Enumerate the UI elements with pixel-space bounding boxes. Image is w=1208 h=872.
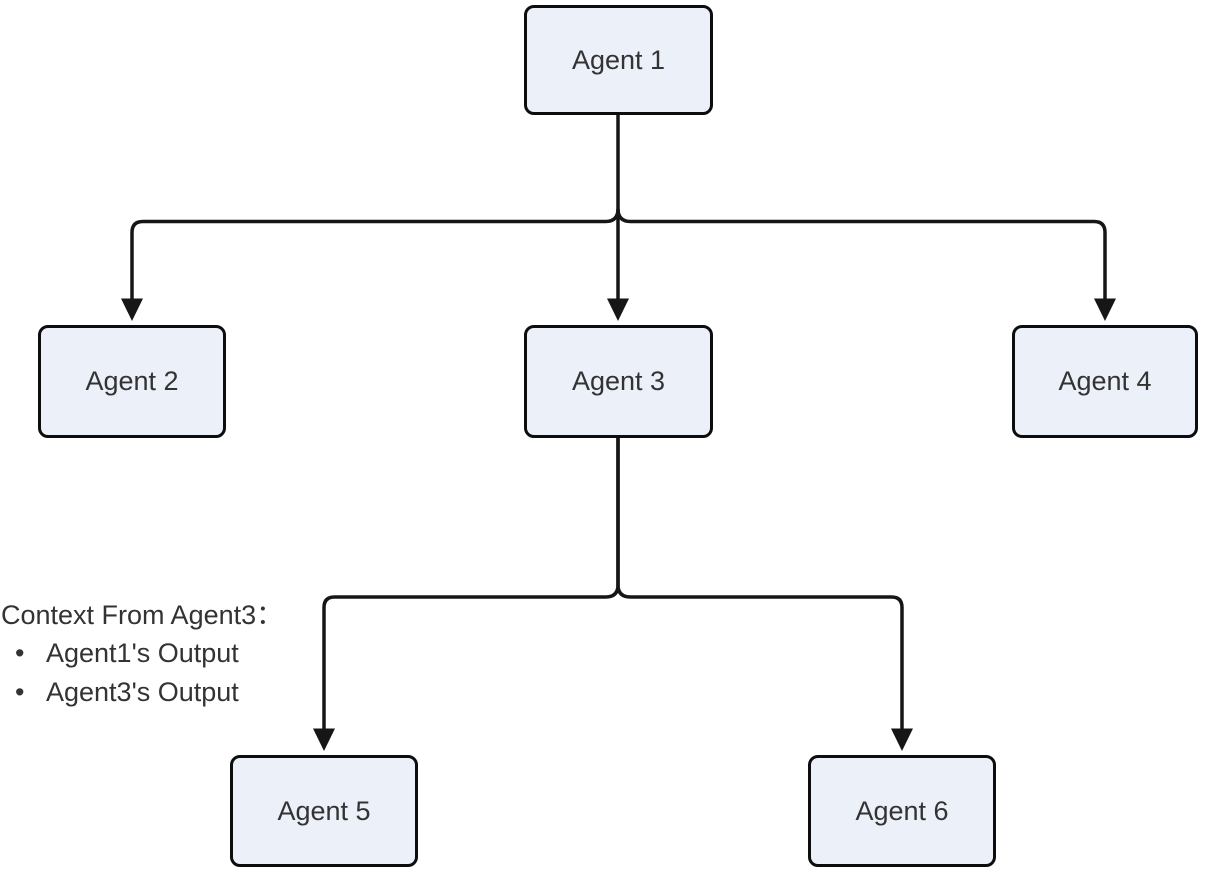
edge-agent1-agent4 — [616, 208, 1107, 300]
edge-agent1-agent2 — [130, 208, 620, 300]
edge-agent3-agent5 — [322, 438, 620, 730]
node-agent-6: Agent 6 — [808, 755, 996, 867]
node-agent-4: Agent 4 — [1012, 325, 1198, 438]
bullet-icon: • — [15, 638, 25, 669]
arrowhead-agent5 — [313, 728, 335, 751]
node-agent-3: Agent 3 — [524, 325, 713, 438]
context-annotation-list: • Agent1's Output • Agent3's Output — [1, 637, 283, 708]
arrowhead-agent3 — [607, 298, 629, 321]
arrowhead-agent6 — [891, 728, 913, 751]
context-annotation-item: Agent3's Output — [46, 676, 239, 707]
bullet-icon: • — [15, 676, 25, 707]
node-agent-3-label: Agent 3 — [571, 366, 666, 396]
arrowhead-agent2 — [121, 298, 143, 321]
edge-agent3-agent6 — [616, 438, 904, 730]
node-agent-2: Agent 2 — [38, 325, 226, 438]
node-agent-4-label: Agent 4 — [1058, 366, 1152, 396]
node-agent-1: Agent 1 — [524, 5, 713, 115]
arrowhead-agent4 — [1094, 298, 1116, 321]
node-agent-5-label: Agent 5 — [277, 795, 371, 826]
node-agent-2-label: Agent 2 — [85, 366, 179, 396]
node-agent-5: Agent 5 — [230, 755, 418, 867]
list-item: • Agent1's Output — [1, 637, 283, 669]
node-agent-6-label: Agent 6 — [855, 795, 949, 826]
context-annotation: Context From Agent3： • Agent1's Output •… — [1, 599, 283, 708]
context-annotation-title: Context From Agent3： — [1, 600, 284, 630]
node-agent-1-label: Agent 1 — [571, 44, 666, 75]
context-annotation-item: Agent1's Output — [46, 638, 239, 669]
list-item: • Agent3's Output — [1, 676, 283, 708]
